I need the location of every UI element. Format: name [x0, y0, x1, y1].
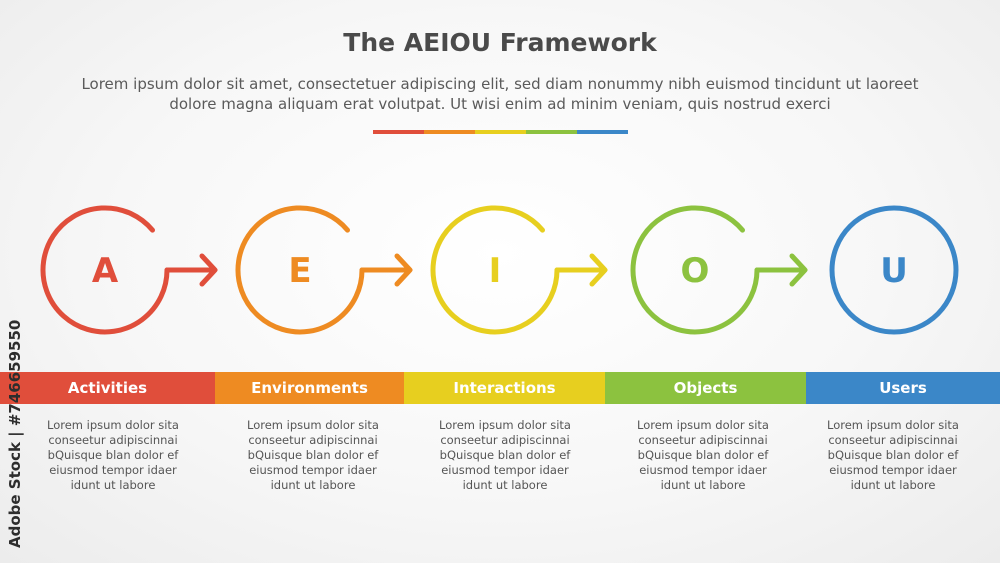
- stage-circle-e: E: [235, 205, 413, 335]
- title-divider: [373, 130, 628, 134]
- stage-label-interactions: Interactions: [404, 372, 605, 404]
- watermark-side-text: Adobe Stock | #746659550: [6, 319, 24, 548]
- stage-letter-i: I: [489, 251, 502, 291]
- stage-description-environments: Lorem ipsum dolor sita conseetur adipisc…: [247, 418, 379, 492]
- stage-label-band: Activities Environments Interactions Obj…: [0, 372, 1000, 404]
- divider-segment-o: [526, 130, 577, 134]
- stage-description-activities: Lorem ipsum dolor sita conseetur adipisc…: [47, 418, 179, 492]
- stage-label-users: Users: [806, 372, 1000, 404]
- divider-segment-i: [475, 130, 526, 134]
- page-subtitle: Lorem ipsum dolor sit amet, consectetuer…: [81, 75, 919, 113]
- stage-description-objects: Lorem ipsum dolor sita conseetur adipisc…: [637, 418, 769, 492]
- stage-letter-a: A: [92, 251, 119, 291]
- divider-segment-u: [577, 130, 628, 134]
- stage-description-users: Lorem ipsum dolor sita conseetur adipisc…: [827, 418, 959, 492]
- stage-letter-e: E: [288, 251, 311, 291]
- stage-letter-o: O: [681, 251, 710, 291]
- divider-segment-e: [424, 130, 475, 134]
- stage-circle-a: A: [40, 205, 218, 335]
- stage-circle-u: U: [829, 205, 959, 335]
- stage-letter-u: U: [880, 251, 908, 291]
- stage-circles: A E I O U: [40, 205, 959, 335]
- stage-description-interactions: Lorem ipsum dolor sita conseetur adipisc…: [439, 418, 571, 492]
- stage-circle-o: O: [630, 205, 808, 335]
- page-title: The AEIOU Framework: [343, 28, 657, 57]
- stage-label-objects: Objects: [605, 372, 806, 404]
- stage-label-environments: Environments: [215, 372, 404, 404]
- stage-circle-i: I: [430, 205, 608, 335]
- divider-segment-a: [373, 130, 424, 134]
- stage-label-activities: Activities: [0, 372, 215, 404]
